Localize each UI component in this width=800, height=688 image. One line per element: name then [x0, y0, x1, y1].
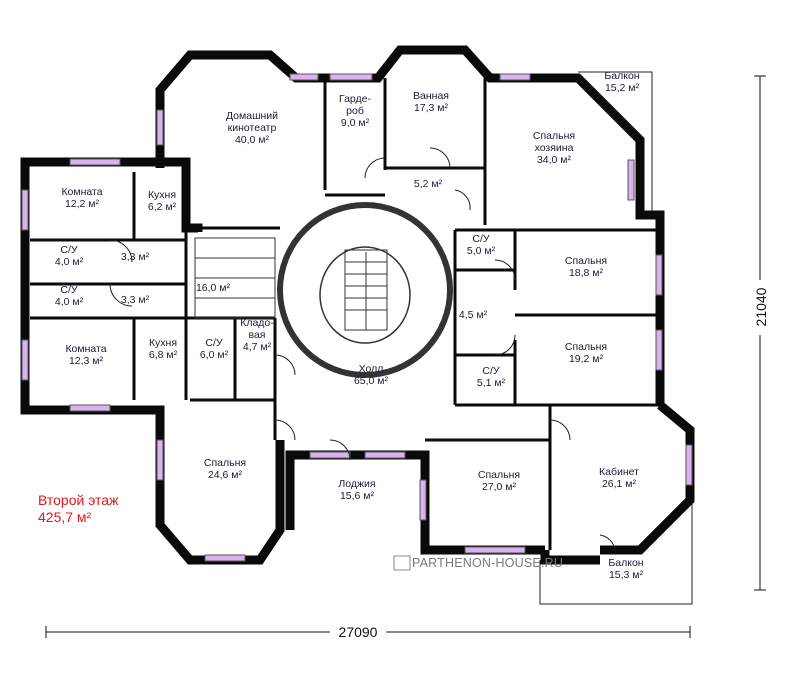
room-label-line: С/У: [60, 244, 78, 256]
doors: [109, 147, 616, 551]
room-label-line: Кладо-: [240, 317, 274, 329]
room-label-line: 26,1 м²: [602, 478, 637, 490]
room-label-line: Спальня: [478, 469, 520, 481]
room-label-line: 4,0 м²: [55, 296, 84, 308]
room-label-line: Ванная: [413, 90, 449, 102]
room-label-line: 16,0 м²: [196, 282, 231, 294]
floor-name: Второй этаж: [38, 492, 119, 508]
room-label-line: 65,0 м²: [354, 375, 389, 387]
room-label-line: 19,2 м²: [569, 353, 604, 365]
room-label-line: кинотеатр: [228, 122, 277, 134]
room-label-line: 24,6 м²: [208, 469, 243, 481]
room-label-line: 17,3 м²: [414, 102, 449, 114]
width-dimension: 27090: [339, 624, 378, 640]
room-label-line: Домашний: [226, 110, 278, 122]
room-label-line: Комната: [65, 343, 106, 355]
room-corridor-right: 4,5 м²: [459, 309, 488, 321]
room-label-line: 15,3 м²: [609, 569, 644, 581]
room-label-line: 6,0 м²: [200, 349, 229, 361]
windows: [21, 73, 693, 562]
room-label-line: Гарде-: [339, 93, 372, 105]
room-label-line: 5,2 м²: [414, 178, 443, 190]
room-label-line: роб: [346, 105, 364, 117]
room-label-line: 27,0 м²: [482, 481, 517, 493]
dimension-lines: [45, 75, 766, 638]
room-label-line: 5,1 м²: [477, 377, 506, 389]
height-dimension: 21040: [753, 287, 769, 326]
floor-area: 425,7 м²: [38, 509, 92, 525]
room-label-line: Кухня: [148, 189, 176, 201]
room-label-line: вая: [249, 329, 266, 341]
room-label-line: Балкон: [604, 70, 639, 82]
room-label-line: Спальня: [204, 457, 246, 469]
room-label-line: Спальня: [565, 255, 607, 267]
room-label-line: С/У: [205, 337, 223, 349]
room-corridor-lower: 3,3 м²: [121, 294, 150, 306]
room-label-line: Спальня: [565, 341, 607, 353]
room-label-line: 4,7 м²: [243, 341, 272, 353]
staircase: [194, 202, 453, 378]
room-label-line: Спальня: [533, 130, 575, 142]
room-label-line: 3,3 м²: [121, 294, 150, 306]
room-label-line: Лоджия: [338, 478, 375, 490]
room-label-line: Холл: [359, 363, 384, 375]
room-label-line: 4,5 м²: [459, 309, 488, 321]
watermark-logo-icon: [393, 555, 411, 571]
room-label-line: 4,0 м²: [55, 256, 84, 268]
room-label-line: 6,8 м²: [149, 349, 178, 361]
room-label-line: 40,0 м²: [235, 134, 270, 146]
room-label-line: Кабинет: [599, 466, 639, 478]
room-vestibule: 5,2 м²: [414, 178, 443, 190]
room-label-line: 18,8 м²: [569, 267, 604, 279]
room-label-line: 15,6 м²: [340, 490, 375, 502]
room-label-line: 12,2 м²: [65, 198, 100, 210]
room-label-line: 9,0 м²: [341, 117, 370, 129]
floor-title: Второй этаж 425,7 м²: [38, 492, 118, 526]
room-corridor-upper: 3,3 м²: [121, 251, 150, 263]
watermark-text: PARTHENON-HOUSE.RU: [412, 556, 563, 570]
room-label-line: 15,2 м²: [605, 82, 640, 94]
room-label-line: Балкон: [608, 557, 643, 569]
room-label-line: Кухня: [149, 337, 177, 349]
room-stair-corridor: 16,0 м²: [196, 282, 231, 294]
room-label-line: С/У: [472, 233, 490, 245]
room-label-line: 34,0 м²: [537, 154, 572, 166]
watermark: PARTHENON-HOUSE.RU: [393, 555, 563, 571]
room-label-line: хозяина: [535, 142, 574, 154]
interior-walls: [30, 78, 660, 550]
room-label-line: 3,3 м²: [121, 251, 150, 263]
room-label-line: С/У: [60, 284, 78, 296]
room-label-line: 12,3 м²: [69, 355, 104, 367]
room-label-line: Комната: [61, 186, 102, 198]
room-label-line: 5,0 м²: [467, 245, 496, 257]
room-label-line: С/У: [482, 365, 500, 377]
room-label-line: 6,2 м²: [148, 201, 177, 213]
